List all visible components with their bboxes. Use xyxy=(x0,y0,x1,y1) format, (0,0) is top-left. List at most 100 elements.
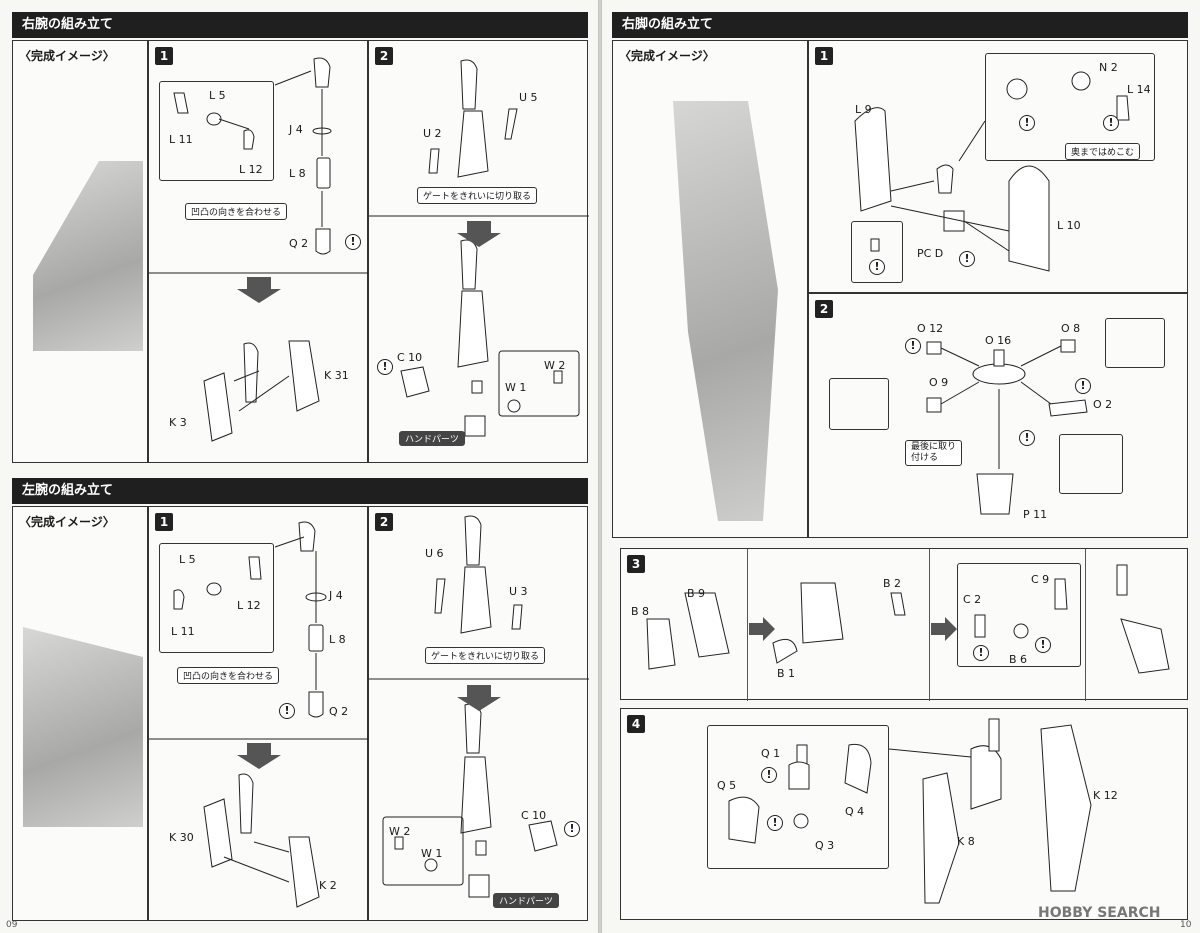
part-label: L 5 xyxy=(179,553,196,566)
part-label: K 12 xyxy=(1093,789,1118,802)
callout: 最後に取り 付ける xyxy=(905,440,963,466)
part-label: W 1 xyxy=(421,847,443,860)
right-leg-title: 右脚の組み立て xyxy=(612,12,1188,38)
part-label: Q 2 xyxy=(289,237,309,250)
callout: 凹凸の向きを合わせる xyxy=(177,667,280,684)
left-arm-step1-panel: 1 xyxy=(148,506,369,921)
part-label: B 8 xyxy=(631,605,650,618)
part-label: L 9 xyxy=(855,103,872,116)
part-label: K 30 xyxy=(169,831,194,844)
part-label: J 4 xyxy=(329,589,343,602)
right-arm-step1-panel: 1 xyxy=(148,40,369,463)
preview-label: 〈完成イメージ〉 xyxy=(19,515,115,529)
part-label: Q 2 xyxy=(329,705,349,718)
caution-icon: ! xyxy=(1103,115,1119,131)
step-number: 2 xyxy=(375,47,393,65)
left-arm-preview-panel: 〈完成イメージ〉 xyxy=(12,506,148,921)
part-label: C 9 xyxy=(1031,573,1050,586)
part-label: K 2 xyxy=(319,879,337,892)
part-label: O 16 xyxy=(985,334,1012,347)
caution-icon: ! xyxy=(761,767,777,783)
part-label: B 1 xyxy=(777,667,796,680)
part-label: U 6 xyxy=(425,547,444,560)
part-label: J 4 xyxy=(289,123,303,136)
part-label: B 6 xyxy=(1009,653,1028,666)
part-label: Q 5 xyxy=(717,779,737,792)
part-label: K 8 xyxy=(957,835,975,848)
part-label: O 12 xyxy=(917,322,944,335)
callout: 奥まではめこむ xyxy=(1065,143,1141,160)
caution-icon: ! xyxy=(905,338,921,354)
part-label: N 2 xyxy=(1099,61,1118,74)
step-diagram xyxy=(369,515,589,898)
part-label: K 31 xyxy=(324,369,349,382)
part-label: K 3 xyxy=(169,416,187,429)
right-leg-step3-panel: 3 B 8 B 9 B 2 B 1 C 9 C 2 xyxy=(620,548,1188,701)
part-label: Q 4 xyxy=(845,805,865,818)
right-arm-title: 右腕の組み立て xyxy=(12,12,588,38)
callout: ゲートをきれいに切り取る xyxy=(417,187,538,204)
hand-parts-label: ハンドパーツ xyxy=(399,431,465,446)
part-label: O 2 xyxy=(1093,398,1113,411)
caution-icon: ! xyxy=(1075,378,1091,394)
separator xyxy=(1085,549,1086,701)
part-label: Q 1 xyxy=(761,747,781,760)
part-label: O 8 xyxy=(1061,322,1081,335)
caution-icon: ! xyxy=(1035,637,1051,653)
step-diagram xyxy=(854,71,1130,272)
caution-icon: ! xyxy=(869,259,885,275)
watermark: HOBBY SEARCH xyxy=(1038,905,1161,921)
part-label: L 8 xyxy=(329,633,346,646)
part-label: L 12 xyxy=(237,599,261,612)
part-label: W 2 xyxy=(389,825,411,838)
part-label: L 8 xyxy=(289,167,306,180)
page-number: 10 xyxy=(1180,920,1192,930)
right-leg-step4-panel: 4 Q 1 Q 5 Q 4 Q 3 K 8 K 12 ! ! xyxy=(620,708,1188,920)
left-arm-step2-panel: 2 U 6 U 3 ゲートをきれいに切り取る C 10 ! W xyxy=(368,506,589,921)
part-label: C 2 xyxy=(963,593,982,606)
caution-icon: ! xyxy=(959,251,975,267)
separator xyxy=(929,549,930,701)
callout: ゲートをきれいに切り取る xyxy=(425,647,546,664)
step-number: 2 xyxy=(375,513,393,531)
caution-icon: ! xyxy=(1019,115,1035,131)
part-label: L 14 xyxy=(1127,83,1151,96)
right-leg-step1-panel: 1 L 9 N 2 L 14 L 10 PC D xyxy=(808,40,1188,293)
caution-icon: ! xyxy=(1019,430,1035,446)
step-diagram xyxy=(369,59,589,437)
part-label: O 9 xyxy=(929,376,949,389)
caution-icon: ! xyxy=(973,645,989,661)
part-label: B 2 xyxy=(883,577,902,590)
preview-photo xyxy=(23,627,143,827)
preview-photo xyxy=(673,101,778,521)
part-label: U 3 xyxy=(509,585,528,598)
caution-icon: ! xyxy=(377,359,393,375)
part-label: PC D xyxy=(917,247,944,260)
step-number: 4 xyxy=(627,715,645,733)
part-label: L 12 xyxy=(239,163,263,176)
part-label: Q 3 xyxy=(815,839,835,852)
step-number: 1 xyxy=(155,513,173,531)
step-diagram xyxy=(926,339,1088,515)
part-label: L 11 xyxy=(169,133,193,146)
step-number: 3 xyxy=(627,555,645,573)
part-label: P 11 xyxy=(1023,508,1048,521)
part-label: L 5 xyxy=(209,89,226,102)
hand-parts-label: ハンドパーツ xyxy=(493,893,559,908)
right-arm-preview-panel: 〈完成イメージ〉 xyxy=(12,40,148,463)
right-arm-step2-panel: 2 U 5 U 2 ゲートをきれいに切り取る C 10 ! W xyxy=(368,40,589,463)
page-number: 09 xyxy=(6,920,18,930)
book-gutter xyxy=(598,0,602,933)
right-leg-preview-panel: 〈完成イメージ〉 xyxy=(612,40,808,538)
step-number: 2 xyxy=(815,300,833,318)
part-label: L 11 xyxy=(171,625,195,638)
step-diagram xyxy=(646,564,1170,674)
caution-icon: ! xyxy=(767,815,783,831)
part-label: W 1 xyxy=(505,381,527,394)
preview-photo xyxy=(33,161,143,351)
step-diagram xyxy=(728,718,1092,904)
callout: 凹凸の向きを合わせる xyxy=(185,203,288,220)
part-label: U 2 xyxy=(423,127,442,140)
sub-detail-box xyxy=(1059,434,1123,494)
caution-icon: ! xyxy=(345,234,361,250)
